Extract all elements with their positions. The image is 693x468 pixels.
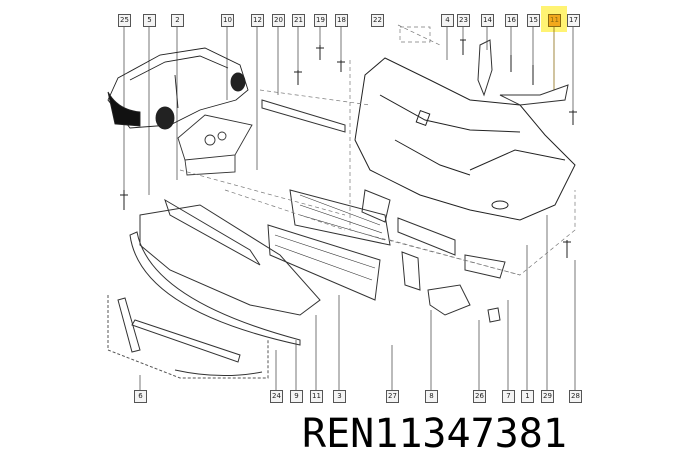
leader-lines-bottom	[139, 215, 576, 390]
callout-8[interactable]: 8	[425, 390, 438, 403]
callout-7[interactable]: 7	[502, 390, 515, 403]
callout-2[interactable]: 2	[171, 14, 184, 27]
parts-box	[177, 114, 253, 176]
callout-10[interactable]: 10	[221, 14, 234, 27]
upper-strip	[261, 99, 346, 133]
lower-grille	[267, 189, 391, 301]
callout-19[interactable]: 19	[314, 14, 327, 27]
callout-27[interactable]: 27	[386, 390, 399, 403]
part-number-label: REN11347381	[302, 411, 567, 457]
callout-17[interactable]: 17	[567, 14, 580, 27]
callout-22[interactable]: 22	[371, 14, 384, 27]
callout-24[interactable]: 24	[270, 390, 283, 403]
callout-3[interactable]: 3	[333, 390, 346, 403]
fasteners	[120, 39, 577, 258]
callout-28[interactable]: 28	[569, 390, 582, 403]
callout-18[interactable]: 18	[335, 14, 348, 27]
callout-14[interactable]: 14	[481, 14, 494, 27]
callout-20[interactable]: 20	[272, 14, 285, 27]
callout-23[interactable]: 23	[457, 14, 470, 27]
bracket-11	[499, 84, 569, 106]
callout-26[interactable]: 26	[473, 390, 486, 403]
car-overview	[107, 47, 249, 130]
callout-1[interactable]: 1	[521, 390, 534, 403]
front-bumper	[354, 57, 576, 221]
lower-lip	[129, 231, 301, 346]
callout-25[interactable]: 25	[118, 14, 131, 27]
small-parts-group	[107, 295, 269, 379]
side-bracket-14	[477, 39, 493, 97]
trim-strips-6	[117, 297, 263, 377]
callout-15[interactable]: 15	[527, 14, 540, 27]
leader-lines-top	[123, 27, 574, 195]
callout-6[interactable]: 6	[134, 390, 147, 403]
callout-11-highlighted[interactable]: 11	[548, 14, 561, 27]
callout-5[interactable]: 5	[143, 14, 156, 27]
callout-21[interactable]: 21	[292, 14, 305, 27]
callout-9[interactable]: 9	[290, 390, 303, 403]
callout-4[interactable]: 4	[441, 14, 454, 27]
callout-29[interactable]: 29	[541, 390, 554, 403]
fog-light-parts	[361, 189, 506, 323]
dashed-guides	[179, 24, 576, 276]
lower-absorber	[139, 198, 321, 316]
callout-16[interactable]: 16	[505, 14, 518, 27]
callout-11[interactable]: 11	[310, 390, 323, 403]
callout-12[interactable]: 12	[251, 14, 264, 27]
